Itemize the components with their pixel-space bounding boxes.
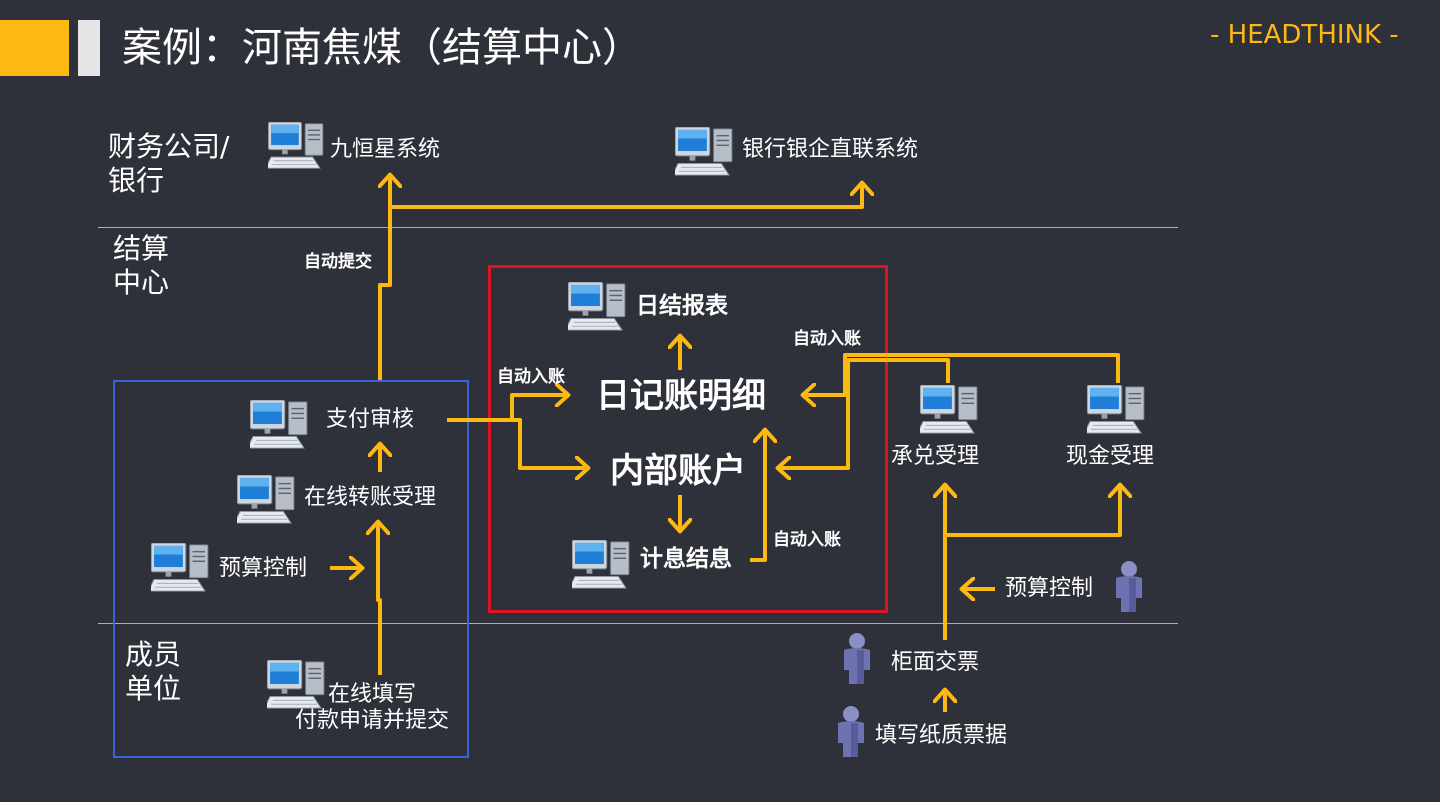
layer-label-bottom: 成员 单位 [125,638,182,705]
edge-label-auto-post-bottom: 自动入账 [773,530,841,550]
settlement-core-box [488,265,888,613]
edge-label-auto-post-right: 自动入账 [793,329,861,349]
node-online-transfer: 在线转账受理 [304,485,437,510]
computer-icon [250,400,308,449]
computer-icon [237,475,295,524]
arrow-to-cash-acceptance [945,485,1120,537]
node-jiuhengxing: 九恒星系统 [330,137,441,162]
layer-label-top: 财务公司/ 银行 [108,130,230,197]
arrow-review-to-account [512,418,588,468]
divider-bottom [98,623,1178,624]
arrow-review-to-journal [447,395,568,422]
person-icon [844,633,870,684]
node-bank-direct: 银行银企直联系统 [742,137,919,162]
computer-icon [920,385,978,434]
page-title: 案例：河南焦煤（结算中心） [122,25,642,71]
brand-label: - HEADTHINK - [1210,20,1399,50]
node-online-fill: 在线填写 付款申请并提交 [295,682,450,734]
edge-label-auto-post-left: 自动入账 [497,367,565,387]
node-internal-account: 内部账户 [610,451,746,491]
node-fill-paper: 填写纸质票据 [875,723,1008,748]
computer-icon [568,282,626,331]
arrow-cash-branch [803,353,1120,395]
arrow-interest-to-journal [750,430,765,562]
computer-icon [572,540,630,589]
node-budget-control-right: 预算控制 [1005,576,1094,601]
arrow-review-to-jiuhengxing [378,175,390,380]
node-budget-control-left: 预算控制 [219,556,308,581]
person-icon [838,706,864,757]
computer-icon [1087,385,1145,434]
arrow-fill-to-transfer [378,522,380,675]
node-journal-detail: 日记账明细 [596,376,766,416]
computer-icon [675,127,733,176]
node-daily-report: 日结报表 [636,293,728,319]
computer-icon [268,122,324,169]
edge-label-auto-submit: 自动提交 [304,252,372,272]
node-interest-settlement: 计息结息 [640,546,732,572]
divider-top [98,227,1178,228]
flow-arrows [330,175,1120,712]
member-unit-box [113,380,469,758]
node-acceptance: 承兑受理 [891,444,980,469]
arrow-to-bank-direct [392,183,862,209]
person-icon [1116,561,1142,612]
node-counter-ticket: 柜面交票 [891,650,980,675]
node-cash-acceptance: 现金受理 [1066,444,1155,469]
title-accent-yellow [0,20,69,76]
computer-icon [151,543,209,592]
title-accent-grey [78,20,100,76]
node-payment-review: 支付审核 [326,407,415,432]
layer-label-middle: 结算 中心 [113,232,170,299]
arrow-acceptance-branch [778,358,950,468]
